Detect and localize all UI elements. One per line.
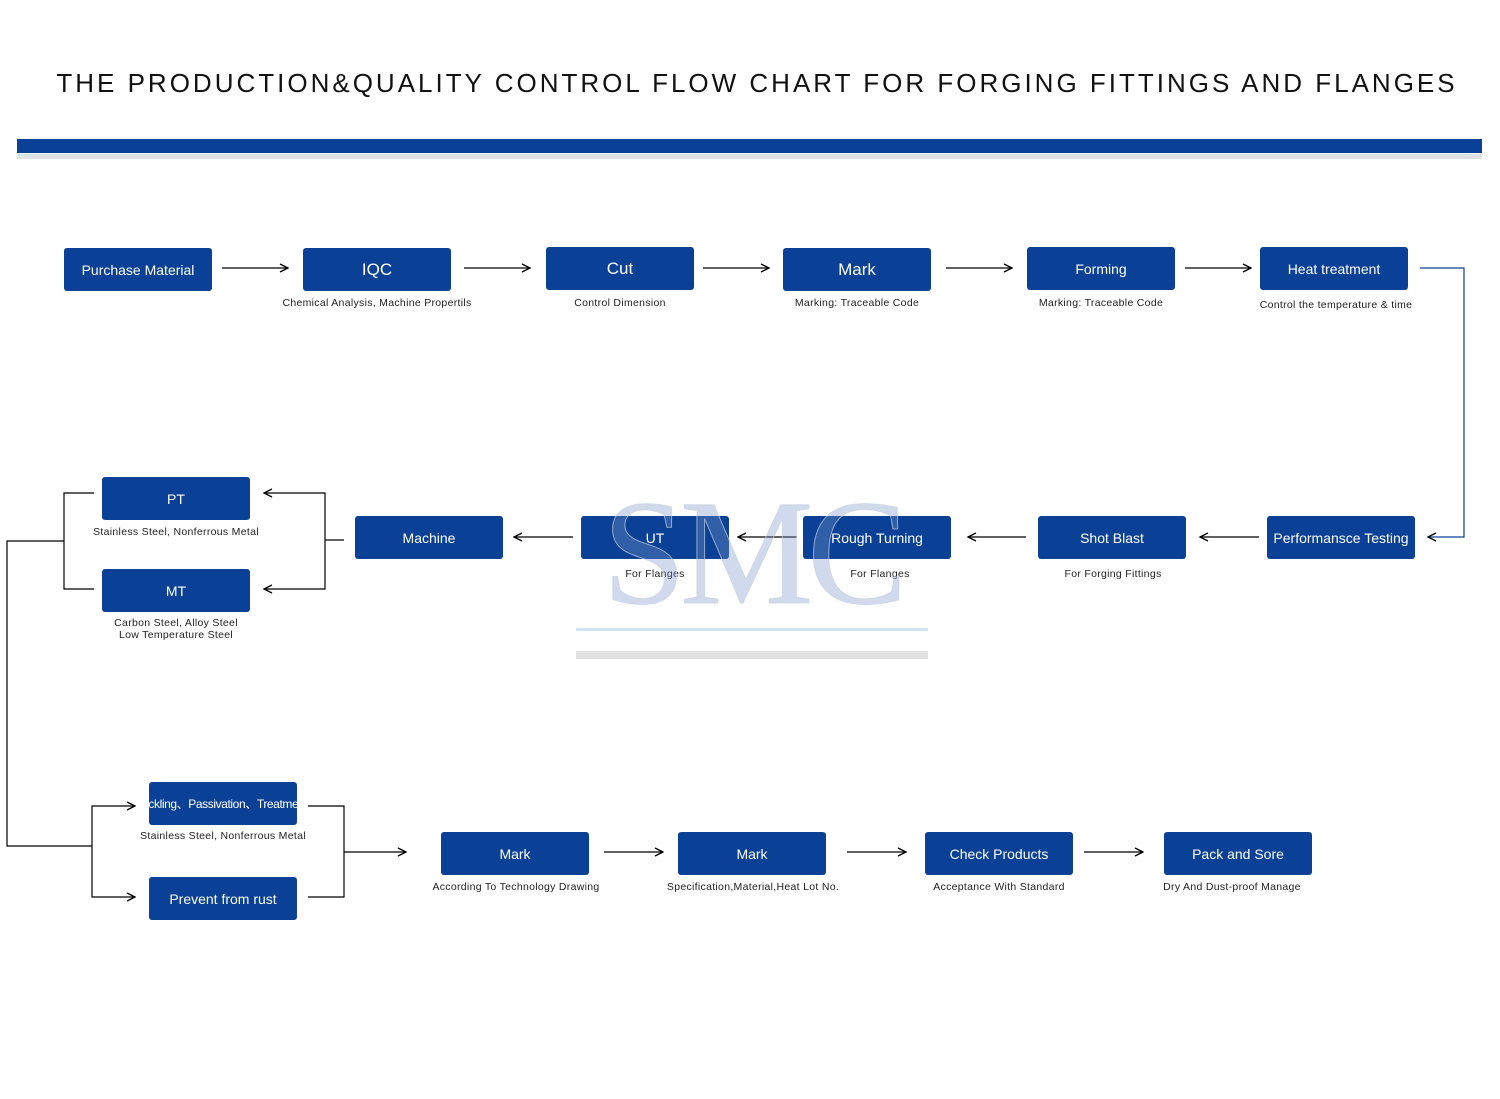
step-ut: UT	[581, 516, 729, 559]
note-rough-turning: For Flanges	[850, 568, 910, 580]
step-mark-drawing: Mark	[441, 832, 589, 875]
note-mt-line1: Carbon Steel, Alloy Steel	[114, 617, 238, 629]
step-cut: Cut	[546, 247, 694, 290]
step-pickling-passivation: Pickling、Passivation、Treatment	[149, 782, 297, 825]
step-mt: MT	[102, 569, 250, 612]
step-performance-testing: Performansce Testing	[1267, 516, 1415, 559]
link-ptmt-row3	[6, 540, 92, 847]
header-rule-grey	[17, 154, 1482, 159]
page-title: THE PRODUCTION&QUALITY CONTROL FLOW CHAR…	[56, 68, 1458, 98]
split-rust	[91, 846, 135, 897]
note-ut: For Flanges	[625, 568, 685, 580]
bracket-machine	[264, 493, 344, 541]
step-iqc: IQC	[303, 248, 451, 291]
bracket-machine-mt	[264, 540, 326, 589]
step-forming: Forming	[1027, 247, 1175, 290]
note-check-products: Acceptance With Standard	[933, 881, 1065, 893]
step-purchase-material: Purchase Material	[64, 248, 212, 291]
step-mark-specification: Mark	[678, 832, 826, 875]
note-shot-blast: For Forging Fittings	[1064, 568, 1162, 580]
step-rough-turning: Rough Turning	[803, 516, 951, 559]
note-pickling: Stainless Steel, Nonferrous Metal	[140, 830, 306, 842]
note-pack-and-store: Dry And Dust-proof Manage	[1163, 881, 1301, 893]
step-heat-treatment: Heat treatment	[1260, 247, 1408, 290]
note-iqc: Chemical Analysis, Machine Propertils	[282, 297, 472, 309]
link-heat-performance	[1420, 267, 1465, 537]
note-mark-specification: Specification,Material,Heat Lot No.	[666, 881, 840, 893]
step-prevent-rust: Prevent from rust	[149, 877, 297, 920]
note-mark: Marking: Traceable Code	[794, 297, 920, 309]
step-pack-and-store: Pack and Sore	[1164, 832, 1312, 875]
step-shot-blast: Shot Blast	[1038, 516, 1186, 559]
note-cut: Control Dimension	[574, 297, 666, 309]
step-machine: Machine	[355, 516, 503, 559]
header-rule-blue	[17, 139, 1482, 153]
step-check-products: Check Products	[925, 832, 1073, 875]
note-mark-drawing: According To Technology Drawing	[432, 881, 600, 893]
step-pt: PT	[102, 477, 250, 520]
step-mark: Mark	[783, 248, 931, 291]
note-pt: Stainless Steel, Nonferrous Metal	[93, 526, 259, 538]
merge-row3	[308, 805, 345, 898]
note-heat-treatment: Control the temperature & time	[1259, 299, 1413, 311]
note-forming: Marking: Traceable Code	[1038, 297, 1164, 309]
merge-pt-mt	[63, 492, 94, 590]
note-mt-line2: Low Temperature Steel	[118, 629, 234, 641]
split-pickling	[91, 806, 135, 846]
